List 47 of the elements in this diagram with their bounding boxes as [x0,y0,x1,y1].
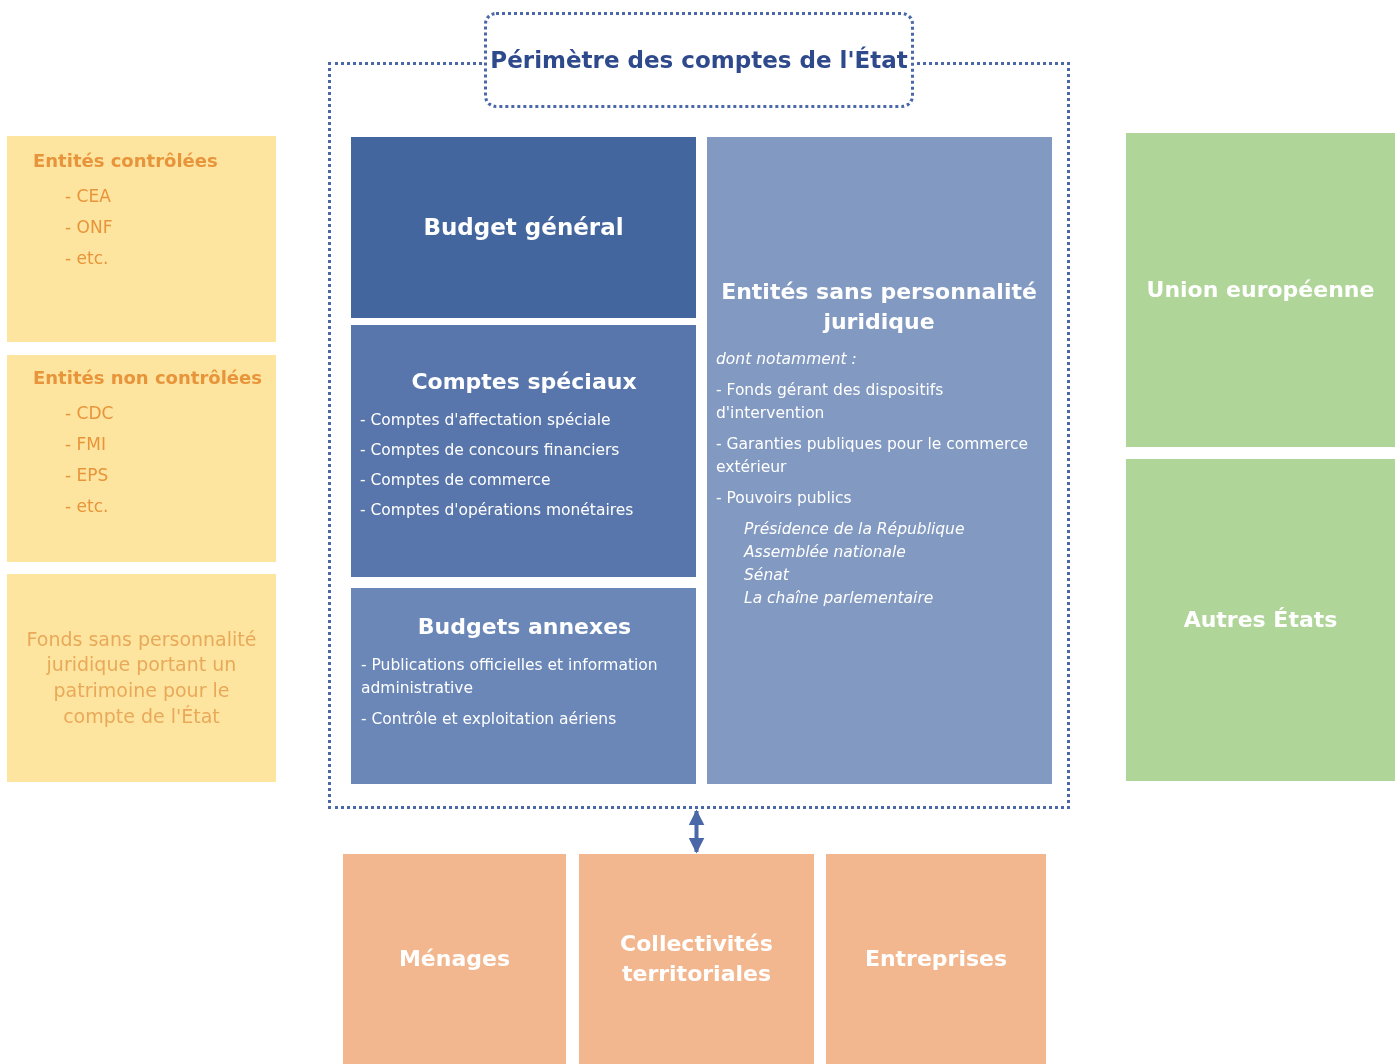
info-box [7,355,276,562]
list-item: - CEA [65,185,112,208]
info-box [351,588,696,784]
list-item: - Pouvoirs publics [716,488,853,510]
list-item: - Garanties publiques pour le commerce extérieur [716,434,1029,479]
frame-title: Périmètre des comptes de l'État [490,47,908,73]
list-item: - Fonds gérant des dispositifs d'intervention [716,380,945,425]
list-item: - Contrôle et exploitation aériens [361,708,618,730]
list-item: - FMI [65,433,107,456]
list-item: - Publications officielles et information administrative [361,654,659,699]
list-item: Présidence de la République [744,519,966,541]
box-title: Budget général [423,212,624,242]
box-title: Entités contrôlées [33,150,219,171]
info-box [579,854,814,1064]
info-box [351,325,696,577]
info-box [826,854,1046,1064]
info-box [343,854,566,1064]
list-item: La chaîne parlementaire [744,588,935,610]
box-title: Entités sans personnalité juridique [720,278,1038,336]
list-item: - Comptes de commerce [360,469,552,491]
double-arrow [688,809,705,854]
note-text: dont notamment : [716,349,858,371]
box-title: Comptes spéciaux [410,368,638,396]
box-title: Entreprises [864,945,1008,974]
info-box [7,136,276,342]
box-title: Autres États [1183,606,1338,635]
box-title: Collectivités territoriales [619,930,774,988]
box-title: Budgets annexes [416,613,633,641]
list-item: - Comptes d'opérations monétaires [360,499,635,521]
list-item: - Comptes d'affectation spéciale [360,409,612,431]
info-box [1126,133,1395,447]
box-title: Ménages [398,945,511,974]
list-item: Assemblée nationale [744,542,907,564]
list-item: - Comptes de concours financiers [360,439,621,461]
list-item: - EPS [65,464,110,487]
info-box [7,574,276,782]
info-box [351,137,696,318]
list-item: - etc. [65,495,110,518]
list-item: Sénat [744,565,791,587]
box-title: Union européenne [1146,276,1375,305]
info-box [1126,459,1395,781]
box-text: Fonds sans personnalité juridique portant un patrimoine pour le compte de l'État [25,626,258,729]
list-item: - CDC [65,402,115,425]
info-box [707,137,1052,784]
list-item: - ONF [65,216,114,239]
list-item: - etc. [65,247,110,270]
box-title: Entités non contrôlées [33,367,263,388]
